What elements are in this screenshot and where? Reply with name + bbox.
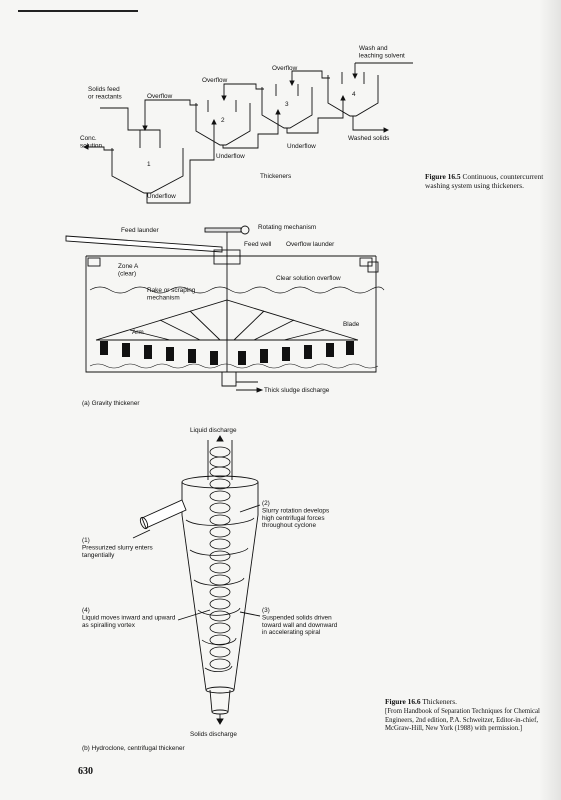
figure-16-5-text: Continuous, countercurrent washing syste… [425,172,544,190]
label-feed-launder: Feed launder [121,227,160,234]
figure-16-6-caption: Figure 16.6 Thickeners. [From Handbook o… [385,697,547,734]
label-thickeners: Thickeners [260,173,291,180]
figure-16-6-number: Figure 16.6 [385,697,421,706]
label-overflow-1: Overflow [147,93,173,100]
thickener-1 [111,148,184,194]
label-conc-solution: Conc.solution [80,135,102,149]
label-underflow-1: Underflow [147,193,176,200]
label-washed-solids: Washed solids [348,135,389,142]
label-feed-well: Feed well [244,241,271,248]
label-overflow-3: Overflow [272,65,298,72]
label-hydroclone: (b) Hydroclone, centrifugal thickener [82,745,186,752]
label-arm: Arm [132,329,144,336]
label-overflow-2: Overflow [202,77,228,84]
fig-b-labels: Liquid discharge (2)Slurry rotation deve… [82,427,338,752]
figure-16-6-title: Thickeners. [422,697,457,706]
label-thickener-1: 1 [147,161,151,168]
figure-16-5-caption: Figure 16.5 Continuous, countercurrent w… [425,172,547,190]
page-number: 630 [78,766,93,777]
page-edge-shadow [539,0,561,800]
label-liquid-discharge: Liquid discharge [190,427,237,434]
hydroclone-diagram [132,435,261,725]
label-thickener-4: 4 [352,91,356,98]
figure-16-6-source: [From Handbook of Separation Techniques … [385,708,540,733]
countercurrent-washing-diagram [82,62,413,204]
label-thickener-3: 3 [285,101,289,108]
label-overflow-launder: Overflow launder [286,241,335,248]
label-blade: Blade [343,321,360,328]
gravity-thickener-diagram [65,225,385,393]
label-underflow-2: Underflow [216,153,245,160]
label-thickener-2: 2 [221,117,225,124]
thickener-2 [195,103,251,146]
figure-16-5-number: Figure 16.5 [425,172,461,181]
label-rotating-mechanism: Rotating mechanism [258,224,316,231]
tank-wall [85,256,377,373]
label-solids-discharge: Solids discharge [190,731,237,738]
label-gravity-thickener: (a) Gravity thickener [82,400,140,407]
feed-launder [65,235,223,253]
label-zone-a: Zone A(clear) [118,263,139,277]
label-clear-overflow: Clear solution overflow [276,275,341,282]
inlet-pipe [141,499,187,529]
rake-arm-left [95,299,228,341]
label-underflow-3: Underflow [287,143,316,150]
fig-a-labels: Feed launder Rotating mechanism Feed wel… [82,224,360,407]
rake-arm-right [226,299,359,341]
label-sludge: Thick sludge discharge [264,387,330,394]
